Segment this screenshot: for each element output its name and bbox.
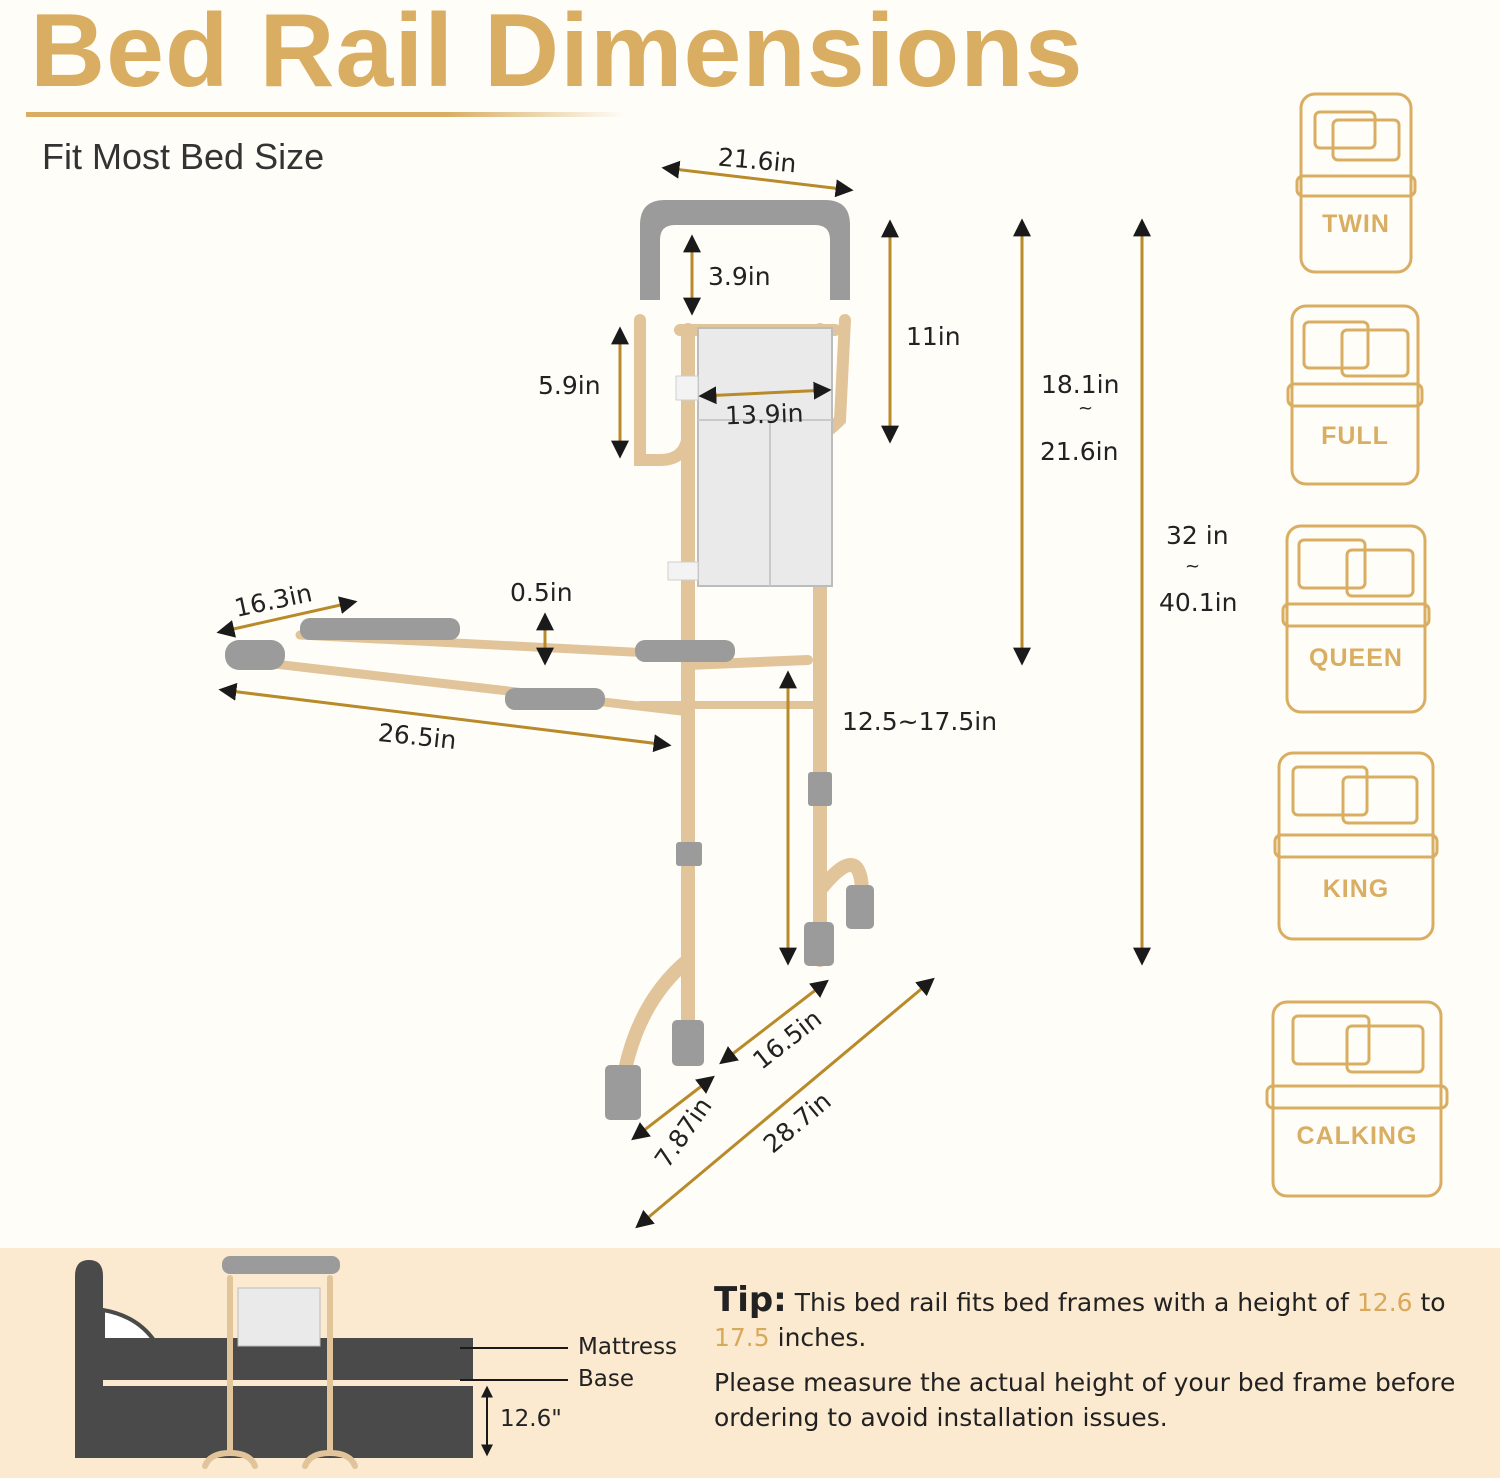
tip-text-3: Please measure the actual height of your… xyxy=(714,1368,1456,1432)
bed-height-label: 12.6" xyxy=(500,1406,562,1432)
tip-to: to xyxy=(1412,1288,1446,1317)
tip-heading: Tip: xyxy=(714,1280,787,1320)
bed-label: QUEEN xyxy=(1309,644,1403,672)
tip-text: Tip: This bed rail fits bed frames with … xyxy=(714,1283,1484,1435)
bed-rail-illustration xyxy=(216,160,1151,1229)
bed-icon xyxy=(1281,524,1431,714)
bed-icon xyxy=(1265,1000,1449,1198)
bed-icon xyxy=(1273,751,1439,941)
bed-size-queen: QUEEN xyxy=(1281,524,1431,716)
bed-side-illustration xyxy=(75,1256,568,1469)
dim-insert-tube: 0.5in xyxy=(510,578,573,607)
bed-label: CALKING xyxy=(1296,1122,1418,1150)
dim-rail-height-tilde: ~ xyxy=(1078,398,1094,419)
bed-label: TWIN xyxy=(1322,210,1390,238)
dim-total-height-max: 40.1in xyxy=(1159,588,1238,617)
page-title: Bed Rail Dimensions xyxy=(30,0,1084,109)
bed-icon xyxy=(1295,92,1417,274)
bed-icon xyxy=(1286,304,1424,486)
tip-text-2: inches. xyxy=(769,1323,867,1352)
dim-handle-height: 11in xyxy=(906,322,961,351)
bed-label: FULL xyxy=(1321,422,1389,450)
mattress-label: Mattress xyxy=(578,1334,678,1360)
dim-total-height-min: 32 in xyxy=(1166,521,1229,550)
tip-text-1: This bed rail fits bed frames with a hei… xyxy=(786,1288,1357,1317)
title-underline xyxy=(26,112,626,117)
tip-section: Mattress Base 12.6" xyxy=(0,1248,1500,1478)
page-subtitle: Fit Most Bed Size xyxy=(42,136,325,177)
base-label: Base xyxy=(578,1366,635,1392)
dim-handle-gap: 3.9in xyxy=(708,262,771,291)
bed-size-full: FULL xyxy=(1286,304,1424,488)
dim-leg-height: 12.5~17.5in xyxy=(842,707,998,736)
tip-max-height: 17.5 xyxy=(714,1323,770,1352)
dim-total-height-tilde: ~ xyxy=(1185,556,1201,577)
dim-rail-height-min: 18.1in xyxy=(1041,370,1120,399)
bed-size-twin: TWIN xyxy=(1295,92,1417,276)
dim-bag-width: 13.9in xyxy=(724,398,804,431)
dimension-arrows xyxy=(216,160,1151,1229)
dim-bag-height: 5.9in xyxy=(538,371,601,400)
dim-rail-height-max: 21.6in xyxy=(1040,437,1119,466)
tip-min-height: 12.6 xyxy=(1356,1288,1413,1317)
bed-size-king: KING xyxy=(1273,751,1439,943)
storage-bag xyxy=(667,327,833,587)
bed-size-calking: CALKING xyxy=(1265,1000,1449,1200)
bed-label: KING xyxy=(1322,875,1390,903)
